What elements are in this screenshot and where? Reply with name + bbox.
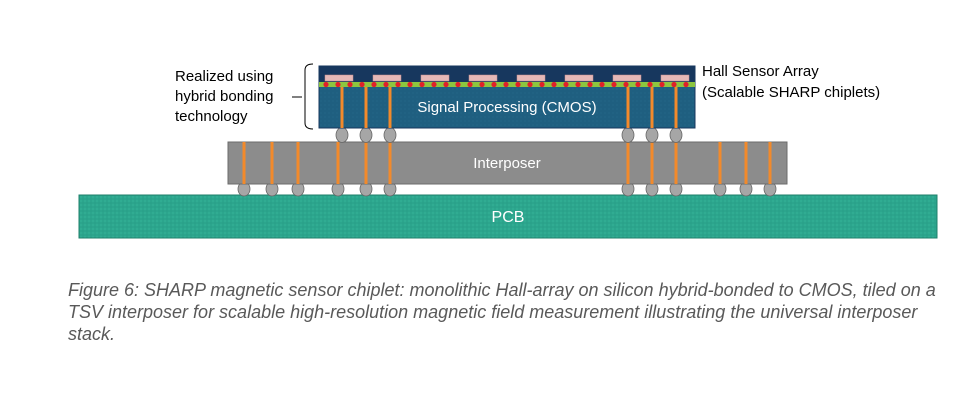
micro-bump [645, 127, 659, 143]
hybrid-bond-dot [467, 81, 473, 88]
chip-label: Signal Processing (CMOS) [417, 99, 596, 116]
interposer-tsv [768, 142, 772, 184]
pcb-label: PCB [492, 209, 525, 226]
chip-tsv [626, 87, 630, 128]
hall-pad [660, 74, 690, 82]
chip-micro-bumps [335, 127, 683, 143]
interposer-tsv [674, 142, 678, 184]
chip-tsv [340, 87, 344, 128]
hybrid-bond-dot [563, 81, 569, 88]
chip-tsv [364, 87, 368, 128]
hall-pad [516, 74, 546, 82]
hybrid-bond-dot [371, 81, 377, 88]
interposer-tsv [650, 142, 654, 184]
hybrid-bond-dot [359, 81, 365, 88]
hybrid-bond-dot [347, 81, 353, 88]
interposer-tsv [388, 142, 392, 184]
interposer-tsv [242, 142, 246, 184]
hybrid-bond-dot [683, 81, 689, 88]
hybrid-bond-dot [491, 81, 497, 88]
hybrid-bond-dot [323, 81, 329, 88]
hybrid-bond-dot [515, 81, 521, 88]
left-label-line-3: technology [175, 108, 248, 125]
pcb-board [78, 194, 938, 239]
hybrid-bond-dot [335, 81, 341, 88]
chip-tsv [650, 87, 654, 128]
hybrid-bond-dot [587, 81, 593, 88]
hybrid-bond-dot [455, 81, 461, 88]
hall-pad [372, 74, 402, 82]
hybrid-bond-dot [443, 81, 449, 88]
hall-pad [324, 74, 354, 82]
hall-pad [420, 74, 450, 82]
stack-diagram: PCB Interposer Signal Processing (CMOS) … [78, 63, 938, 239]
hybrid-bond-dot [647, 81, 653, 88]
hybrid-bond-dot [479, 81, 485, 88]
right-label-line-1: Hall Sensor Array [702, 63, 819, 80]
hybrid-bond-dot [419, 81, 425, 88]
hall-sensor-layer [319, 66, 695, 82]
interposer [227, 141, 788, 185]
micro-bump [359, 127, 373, 143]
interposer-tsvs [242, 142, 772, 184]
micro-bump [621, 127, 635, 143]
hybrid-bond-dot [599, 81, 605, 88]
chip-tsv [388, 87, 392, 128]
hybrid-bond-dot [623, 81, 629, 88]
hybrid-bond-dot [539, 81, 545, 88]
hall-pad [612, 74, 642, 82]
interposer-tsv [270, 142, 274, 184]
interposer-tsv [364, 142, 368, 184]
chip-tsv [674, 87, 678, 128]
interposer-tsv [718, 142, 722, 184]
right-label-line-2: (Scalable SHARP chiplets) [702, 84, 880, 101]
hybrid-bond-dot [551, 81, 557, 88]
left-label-bracket [304, 63, 314, 130]
hall-pad [564, 74, 594, 82]
interposer-tsv [336, 142, 340, 184]
pcb-solder-bumps [237, 181, 777, 197]
interposer-label: Interposer [473, 155, 541, 172]
hybrid-bond-dot [671, 81, 677, 88]
chip-tsvs [340, 87, 678, 128]
micro-bump [383, 127, 397, 143]
hybrid-bond-dot [527, 81, 533, 88]
hybrid-bond-dot [611, 81, 617, 88]
hall-pad [468, 74, 498, 82]
left-label-line-2: hybrid bonding [175, 88, 273, 105]
left-label-line-1: Realized using [175, 68, 273, 85]
hybrid-bond-dot [575, 81, 581, 88]
interposer-tsv [626, 142, 630, 184]
hall-sensor-pads [323, 74, 690, 88]
interposer-tsv [744, 142, 748, 184]
hybrid-bond-dot [431, 81, 437, 88]
hybrid-bond-dot [659, 81, 665, 88]
hybrid-bond-dot [407, 81, 413, 88]
figure-caption: Figure 6: SHARP magnetic sensor chiplet:… [68, 280, 936, 344]
micro-bump [335, 127, 349, 143]
hybrid-bond-dot [635, 81, 641, 88]
micro-bump [669, 127, 683, 143]
hybrid-bond-dot [395, 81, 401, 88]
hybrid-bond-dot [383, 81, 389, 88]
hybrid-bond-dot [503, 81, 509, 88]
interposer-tsv [296, 142, 300, 184]
